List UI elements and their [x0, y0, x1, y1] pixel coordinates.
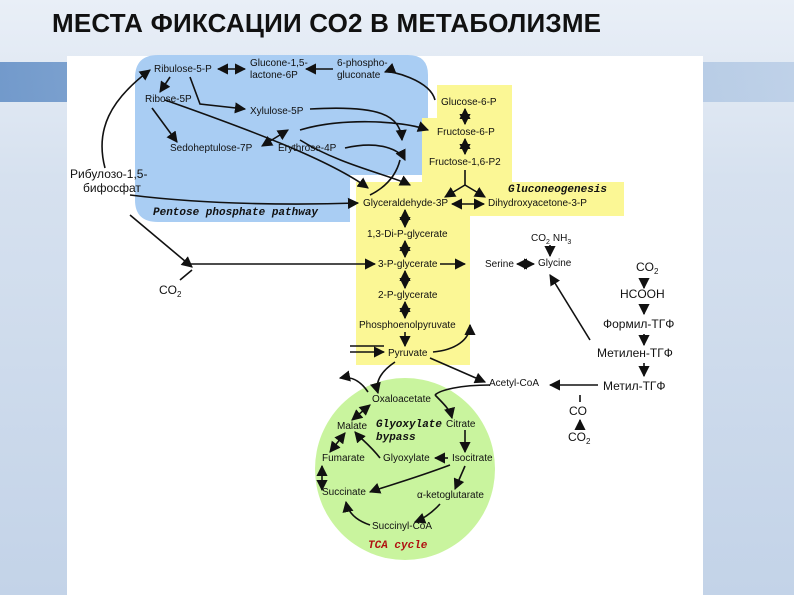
annotation-co2-right: CO2	[636, 260, 659, 276]
slide-title: МЕСТА ФИКСАЦИИ СО2 В МЕТАБОЛИЗМЕ	[52, 8, 602, 38]
node-fructose-16p2: Fructose-1,6-P2	[429, 157, 501, 168]
annotation-rubp-line1: Рибулозо-1,5-	[70, 167, 147, 181]
node-pyruvate: Pyruvate	[388, 348, 428, 359]
annotation-formyl-thf: Формил-ТГФ	[603, 317, 674, 331]
node-glyceraldehyde-3p: Glyceraldehyde-3P	[363, 198, 448, 209]
annotation-rubp-line2: бифосфат	[83, 181, 141, 195]
node-2-phosphoglycerate: 2-P-glycerate	[378, 290, 438, 301]
node-ribulose-5p: Ribulose-5-P	[154, 64, 212, 75]
pentose-pathway-label: Pentose phosphate pathway	[153, 207, 318, 219]
annotation-co: CO	[569, 404, 587, 418]
node-3-phosphoglycerate: 3-P-glycerate	[378, 259, 438, 270]
tca-cycle-label: TCA cycle	[368, 540, 428, 552]
node-xylulose-5p: Xylulose-5P	[250, 106, 304, 117]
node-fructose-6p: Fructose-6-P	[437, 127, 495, 138]
glycolysis-region	[356, 85, 624, 365]
node-13-diphosphoglycerate: 1,3-Di-P-glycerate	[367, 229, 448, 240]
node-gluconolactone-line1: Glucone-1,5-	[250, 58, 308, 69]
pentose-pathway-arrows	[151, 63, 436, 196]
annotation-co2-bottom: CO2	[568, 430, 591, 446]
node-phosphogluconate-line1: 6-phospho-	[337, 58, 388, 69]
tca-region	[315, 378, 495, 560]
gluconeogenesis-label: Gluconeogenesis	[508, 184, 607, 196]
node-succinyl-coa: Succinyl-CoA	[372, 521, 432, 532]
tca-cycle-arrows	[316, 361, 491, 526]
node-acetyl-coa: Acetyl-CoA	[489, 378, 539, 389]
node-dihydroxyacetone-3p: Dihydroxyacetone-3-P	[488, 198, 587, 209]
node-oxaloacetate: Oxaloacetate	[372, 394, 431, 405]
node-ribose-5p: Ribose-5P	[145, 94, 192, 105]
node-glyoxylate: Glyoxylate	[383, 453, 430, 464]
annotation-co2-left: CO2	[159, 283, 182, 299]
node-isocitrate: Isocitrate	[452, 453, 493, 464]
node-succinate: Succinate	[322, 487, 366, 498]
node-serine: Serine	[485, 259, 514, 270]
node-citrate: Citrate	[446, 419, 476, 430]
glyoxylate-bypass-label-2: bypass	[376, 432, 416, 444]
node-erythrose-4p: Erythrose-4P	[278, 143, 337, 154]
node-fumarate: Fumarate	[322, 453, 365, 464]
glycolysis-arrows	[350, 107, 487, 384]
annotation-methylene-thf: Метилен-ТГФ	[597, 346, 673, 360]
annotation-hcooh: HCOOH	[620, 287, 665, 301]
node-phosphoenolpyruvate: Phosphoenolpyruvate	[359, 320, 456, 331]
node-glycine: Glycine	[538, 258, 572, 269]
annotation-methyl-thf: Метил-ТГФ	[603, 379, 666, 393]
node-glucose-6p: Glucose-6-P	[441, 97, 497, 108]
node-gluconolactone-line2: lactone-6P	[250, 70, 298, 81]
node-phosphogluconate-line2: gluconate	[337, 70, 381, 81]
node-malate: Malate	[337, 421, 367, 432]
co2-fixation-arrows	[101, 69, 650, 431]
node-alpha-ketoglutarate: α-ketoglutarate	[417, 490, 484, 501]
glyoxylate-bypass-label-1: Glyoxylate	[376, 419, 442, 431]
node-sedoheptulose-7p: Sedoheptulose-7P	[170, 143, 253, 154]
